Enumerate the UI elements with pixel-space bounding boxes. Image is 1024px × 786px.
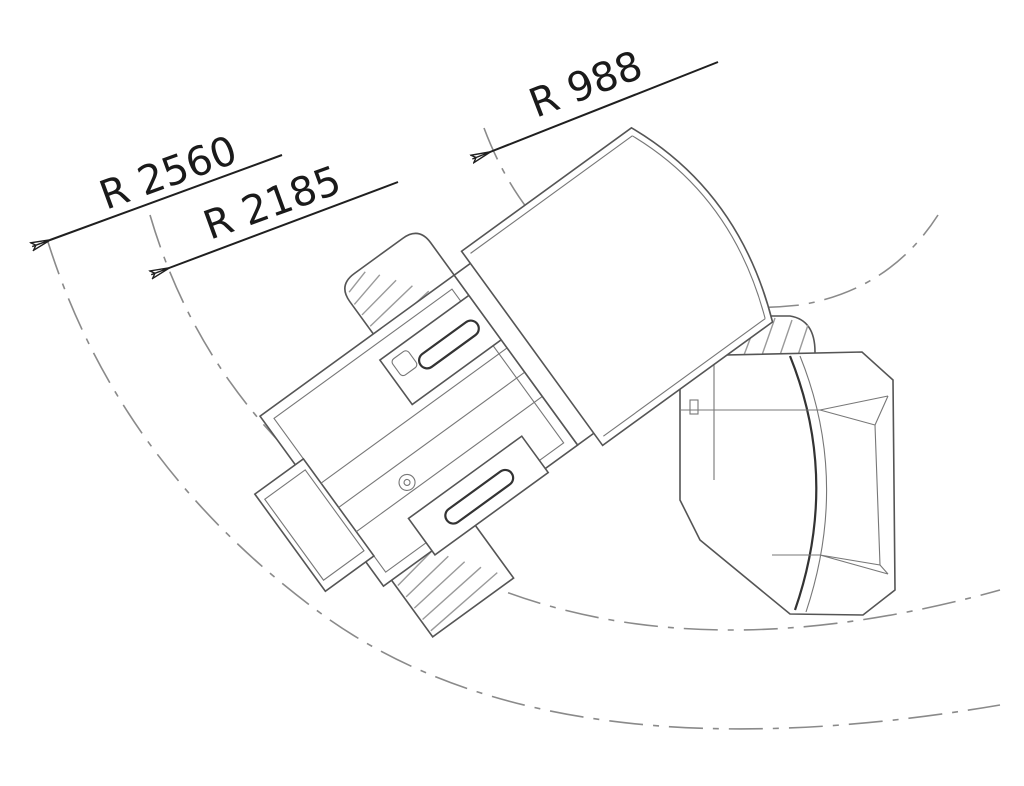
inner-radius-leader <box>490 61 719 152</box>
rear-body <box>679 351 896 616</box>
rear-frame <box>639 315 896 616</box>
middle-radius-leader <box>169 181 399 268</box>
dimension-leaders <box>50 61 719 268</box>
outer-radius-leader <box>50 154 283 240</box>
front-frame <box>253 126 774 638</box>
outer-radius-arc <box>47 241 1001 730</box>
bucket <box>460 126 774 447</box>
